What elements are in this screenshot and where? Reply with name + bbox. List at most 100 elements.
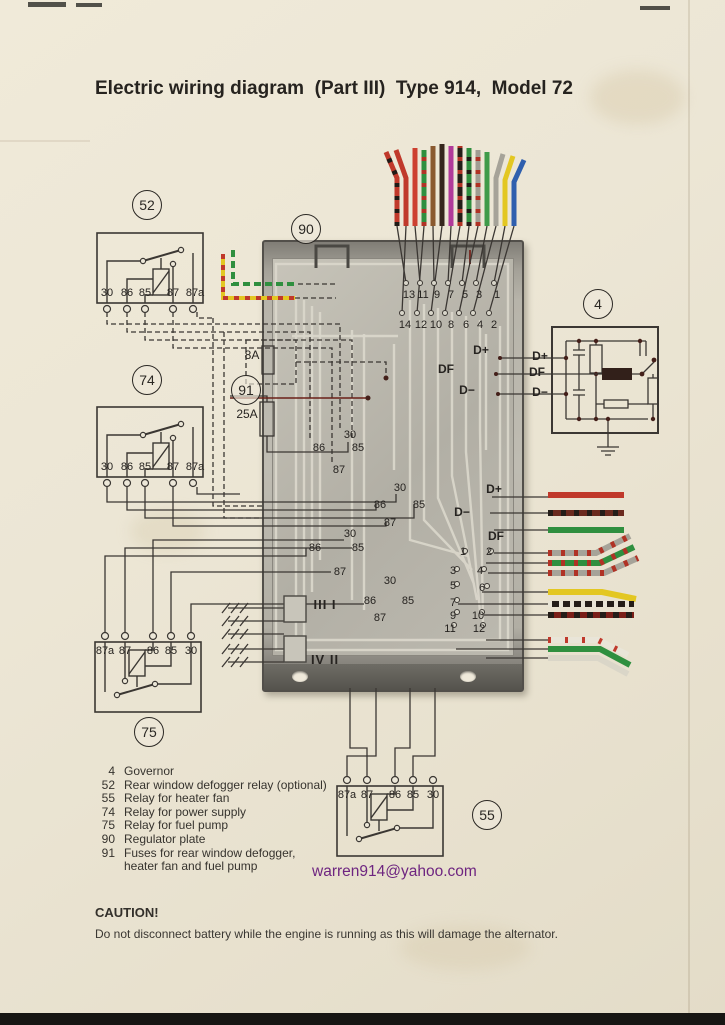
caution-text: Do not disconnect battery while the engi… xyxy=(95,927,558,941)
plate-bottom-band xyxy=(264,664,522,690)
badge-74: 74 xyxy=(132,365,162,395)
governor-symbol xyxy=(494,326,659,456)
plate-terminal-number: 5 xyxy=(461,289,469,301)
plate-terminal-number: 8 xyxy=(447,319,455,331)
plate-group1-label: 85 xyxy=(351,442,365,454)
relay-74-symbol xyxy=(96,406,204,488)
output-terminal-number: 6 xyxy=(478,582,486,594)
badge-91: 91 xyxy=(231,375,261,405)
right-wire-bundle xyxy=(451,492,640,677)
relay55-terminal-label: 30 xyxy=(426,789,440,801)
page-title: Electric wiring diagram (Part III) Type … xyxy=(95,78,573,99)
plate-group3-label: 87 xyxy=(333,566,347,578)
plate-terminal-number: 13 xyxy=(402,289,416,301)
scan-edge-mark xyxy=(28,2,66,7)
fuse-25a-label: 25A xyxy=(236,407,258,421)
plate-roman-label-bottom: IV II xyxy=(310,652,340,667)
badge-91-number: 91 xyxy=(238,382,254,398)
badge-74-number: 74 xyxy=(139,372,155,388)
mounting-hole xyxy=(460,671,476,682)
relay55-terminal-label: 86 xyxy=(388,789,402,801)
legend-item: 55 Relay for heater fan xyxy=(95,792,327,806)
plate-group2-label: 30 xyxy=(393,482,407,494)
output-terminal-number: 4 xyxy=(476,565,484,577)
relay75-terminal-label: 85 xyxy=(164,645,178,657)
relay74-terminal-label: 85 xyxy=(138,461,152,473)
paper-stain xyxy=(590,70,685,125)
plate-terminal-number: 6 xyxy=(462,319,470,331)
badge-52-number: 52 xyxy=(139,197,155,213)
relay55-terminal-label: 87a xyxy=(337,789,357,801)
plate-group2-label: 86 xyxy=(373,499,387,511)
badge-55-number: 55 xyxy=(479,807,495,823)
badge-55: 55 xyxy=(472,800,502,830)
legend-item-number: 4 xyxy=(108,764,115,778)
plate-dplus-label: D+ xyxy=(473,343,489,357)
output-terminal-number: 1 xyxy=(459,546,467,558)
plate-group3-label: 30 xyxy=(343,528,357,540)
legend-item-label: Relay for heater fan xyxy=(124,791,230,806)
output-terminal-number: 5 xyxy=(449,580,457,592)
output-terminal-number: 3 xyxy=(449,565,457,577)
legend-item: 91 Fuses for rear window defogger, xyxy=(95,845,327,861)
legend-item-label: Regulator plate xyxy=(124,831,206,846)
plate-terminal-number: 11 xyxy=(417,289,429,301)
legend-item-number: 55 xyxy=(101,791,115,806)
plate-group1-label: 30 xyxy=(343,429,357,441)
relay55-terminal-label: 85 xyxy=(406,789,420,801)
plate-terminal-number: 2 xyxy=(490,319,498,331)
mounting-hole xyxy=(292,671,308,682)
relay52-wires xyxy=(106,312,353,519)
plate-terminal-number: 9 xyxy=(433,289,441,301)
plate-roman-label-top: III I xyxy=(313,597,337,612)
relay74-terminal-label: 86 xyxy=(120,461,134,473)
plate-dminus-label: D− xyxy=(459,383,475,397)
output-df-label: DF xyxy=(488,529,504,543)
scan-edge-mark xyxy=(76,3,102,7)
relay55-terminal-label: 87 xyxy=(360,789,374,801)
plate-group2-label: 87 xyxy=(383,517,397,529)
output-terminal-number: 2 xyxy=(485,546,493,558)
relay52-terminal-label: 85 xyxy=(138,287,152,299)
fold-crease xyxy=(688,0,690,1025)
governor-df-label: DF xyxy=(529,365,545,379)
top-wire-bundle xyxy=(383,144,527,316)
output-terminal-number: 10 xyxy=(471,610,485,622)
paper-stain xyxy=(130,510,205,552)
scan-edge-mark xyxy=(640,6,670,10)
relay52-terminal-label: 30 xyxy=(100,287,114,299)
relay75-terminal-label: 86 xyxy=(146,645,160,657)
watermark-email: warren914@yahoo.com xyxy=(312,863,477,880)
relay74-wires xyxy=(106,487,415,527)
relay52-terminal-label: 87 xyxy=(166,287,180,299)
defogger-colored-leads xyxy=(221,250,336,300)
legend-item-number: 52 xyxy=(101,777,115,792)
badge-4-number: 4 xyxy=(594,296,602,312)
badge-4: 4 xyxy=(583,289,613,319)
legend-item-label: Fuses for rear window defogger, xyxy=(124,845,296,860)
plate-group4-label: 86 xyxy=(363,595,377,607)
output-terminal-number: 12 xyxy=(472,623,486,635)
legend-item-number: 75 xyxy=(101,818,115,833)
governor-dminus-label: D− xyxy=(532,385,548,399)
plate-terminal-number: 7 xyxy=(447,289,455,301)
relay74-terminal-label: 87a xyxy=(185,461,205,473)
plate-group3-label: 86 xyxy=(308,542,322,554)
relay75-terminal-label: 87a xyxy=(95,645,115,657)
legend-item-label: Relay for power supply xyxy=(124,804,247,819)
plate-terminal-number: 4 xyxy=(476,319,484,331)
plate-group1-label: 86 xyxy=(312,442,326,454)
badge-90-number: 90 xyxy=(298,221,314,237)
output-terminal-number: 9 xyxy=(449,610,457,622)
plate-group2-label: 85 xyxy=(412,499,426,511)
relay-52-symbol xyxy=(96,232,204,314)
plate-group4-label: 87 xyxy=(373,612,387,624)
caution-heading: CAUTION! xyxy=(95,905,159,920)
plate-group1-label: 87 xyxy=(332,464,346,476)
badge-90: 90 xyxy=(291,214,321,244)
fold-crease xyxy=(0,140,90,142)
legend-item-number: 91 xyxy=(101,845,115,860)
